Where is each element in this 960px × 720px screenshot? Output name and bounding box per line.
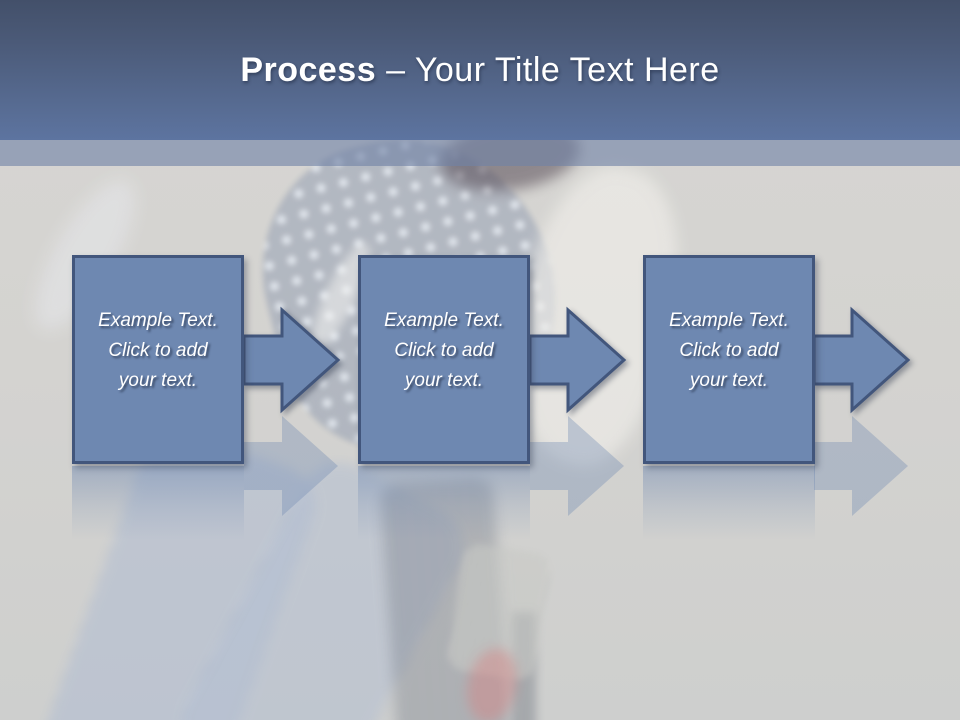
process-arrow-icon [242, 306, 341, 516]
box-reflection [358, 466, 530, 540]
step-text-line: Example Text. [98, 310, 218, 331]
process-step-1[interactable]: Example Text. Click to add your text. [72, 255, 244, 464]
title-emphasis: Process [240, 50, 377, 89]
step-text-line: your text. [689, 370, 769, 391]
slide-title: Process – Your Title Text Here [240, 51, 719, 90]
step-text: Example Text. Click to add your text. [361, 258, 527, 396]
photo-jacket-zip [512, 612, 536, 720]
step-text: Example Text. Click to add your text. [646, 258, 812, 396]
step-text-line: Click to add [108, 340, 208, 361]
step-text: Example Text. Click to add your text. [75, 258, 241, 396]
box-reflection [72, 466, 244, 540]
step-text-line: your text. [404, 370, 484, 391]
process-arrow-icon [528, 306, 627, 516]
process-step-3[interactable]: Example Text. Click to add your text. [643, 255, 815, 464]
process-step-2[interactable]: Example Text. Click to add your text. [358, 255, 530, 464]
title-bar: Process – Your Title Text Here [0, 0, 960, 140]
step-text-line: Click to add [679, 340, 779, 361]
process-arrow-icon [812, 306, 911, 516]
step-text-line: your text. [118, 370, 198, 391]
title-rest: – Your Title Text Here [386, 50, 720, 89]
step-text-line: Click to add [394, 340, 494, 361]
step-text-line: Example Text. [384, 310, 504, 331]
box-reflection [643, 466, 815, 540]
header-accent-strip [0, 140, 960, 166]
step-text-line: Example Text. [669, 310, 789, 331]
